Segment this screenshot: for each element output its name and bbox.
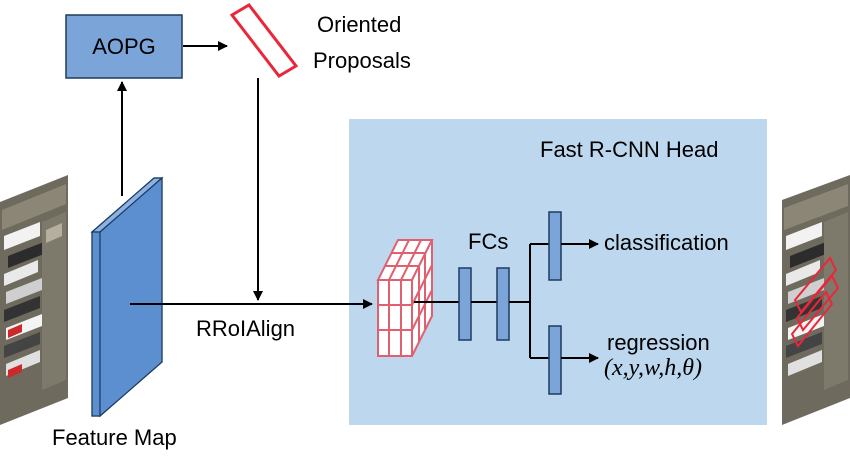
fc1-bar — [458, 267, 472, 341]
oriented-proposals-label-line2: Proposals — [313, 48, 411, 73]
oriented-proposal-shape — [229, 3, 299, 78]
feature-map-block — [90, 176, 164, 418]
aerial-parking-lot-detections-image — [782, 175, 850, 425]
fast-rcnn-head-title: Fast R-CNN Head — [540, 137, 719, 162]
fc2-bar — [496, 267, 510, 341]
cls-fc-bar — [548, 211, 562, 281]
roi-feature-grid-icon — [376, 239, 434, 357]
aopg-box — [65, 14, 183, 79]
rroialign-label: RRoIAlign — [196, 316, 296, 341]
aopg-label: AOPG — [92, 33, 156, 59]
fcs-label: FCs — [468, 229, 509, 254]
classification-label: classification — [604, 230, 729, 255]
regression-params-label: (x,y,w,h,θ) — [604, 355, 702, 381]
aerial-parking-lot-image — [0, 175, 68, 425]
oriented-proposals-label-line1: Oriented — [317, 12, 402, 37]
regression-label: regression — [607, 330, 710, 355]
feature-map-label: Feature Map — [52, 425, 177, 450]
reg-fc-bar — [548, 325, 562, 395]
